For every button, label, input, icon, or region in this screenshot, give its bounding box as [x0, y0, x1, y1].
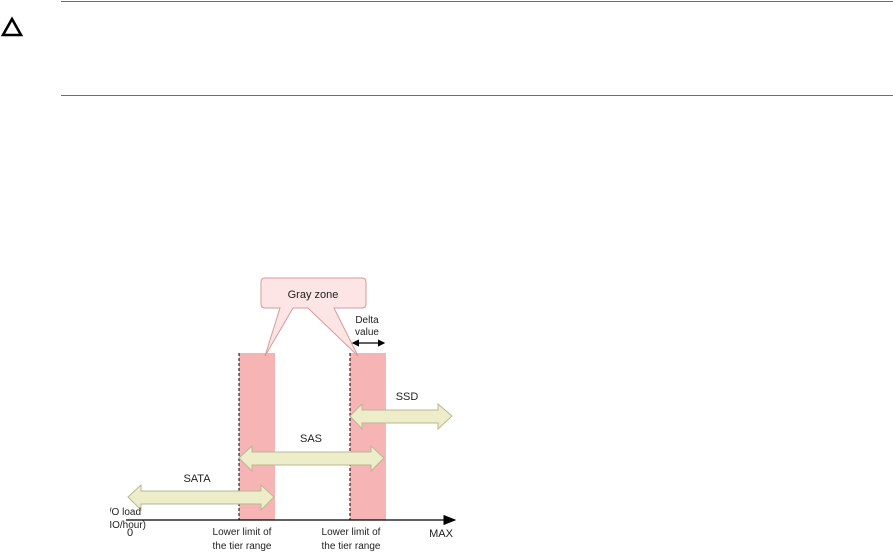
gray-zone-callout [260, 277, 367, 357]
top-rule [61, 1, 893, 2]
sata-range-arrow [127, 483, 275, 512]
axis-end-label: MAX [429, 528, 454, 540]
delta-label-line1: Delta [355, 315, 379, 326]
y-axis-label-line1: I/O load [110, 507, 141, 518]
sas-tier-label: SAS [300, 433, 322, 445]
bottom-rule [61, 95, 893, 96]
ssd-tier-label: SSD [396, 391, 419, 403]
lower-limit-label-2-line2: the tier range [322, 541, 381, 552]
gray-zone-label: Gray zone [288, 289, 339, 301]
delta-label-line2: value [355, 327, 379, 338]
axis-start-label: 0 [127, 527, 133, 539]
lower-limit-label-2-line1: Lower limit of [322, 527, 381, 538]
gray-zone-band-2 [350, 353, 386, 520]
caution-triangle-icon [0, 16, 24, 37]
lower-limit-label-1-line1: Lower limit of [213, 527, 272, 538]
sata-tier-label: SATA [183, 473, 211, 485]
lower-limit-label-1-line2: the tier range [213, 541, 272, 552]
gray-zone-diagram: Gray zone Delta value SSD SAS SATA I/O l… [110, 277, 457, 552]
sas-range-arrow [238, 444, 385, 473]
y-axis-label-line2: (IO/hour) [110, 520, 146, 531]
ssd-range-arrow [349, 402, 453, 431]
